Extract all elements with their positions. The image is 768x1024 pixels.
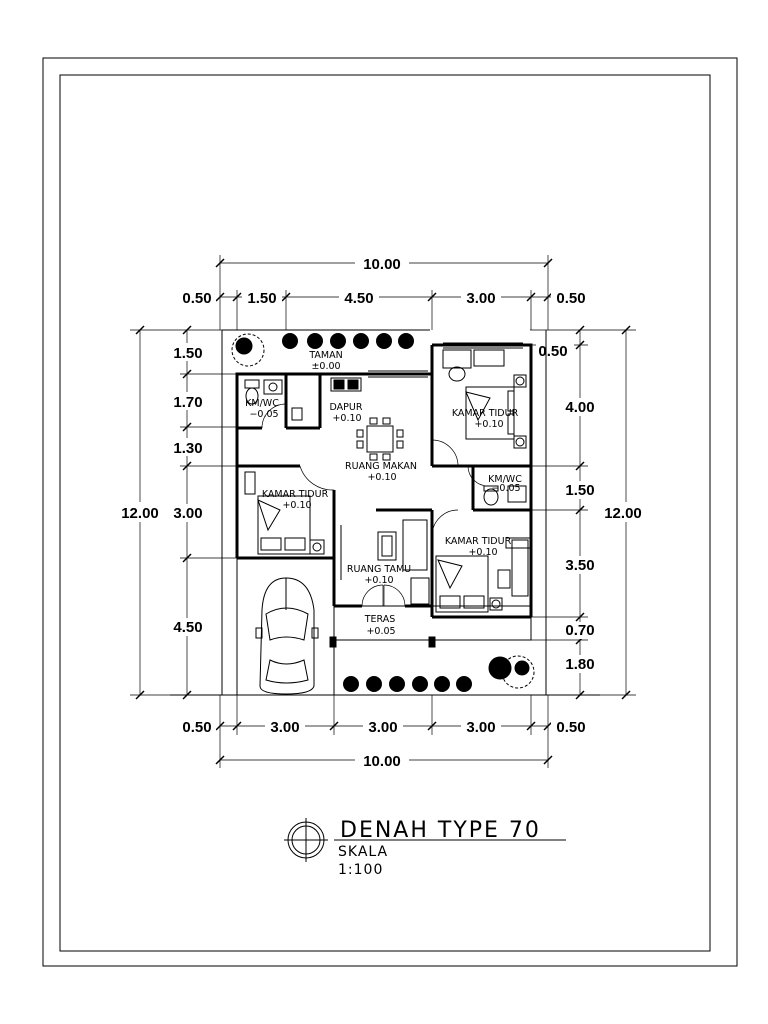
- room-level-teras: +0.05: [366, 626, 395, 637]
- dim-right-seg-3: 1.50: [565, 482, 594, 499]
- dim-right-total: 12.00: [604, 505, 642, 522]
- sheet-outer-border: [42, 57, 738, 967]
- tree-icon: [231, 333, 535, 689]
- bedroom-right-top-furniture: [442, 349, 527, 449]
- site-boundary: [170, 329, 600, 696]
- room-label-kamar-tidur-3: KAMAR TIDUR: [445, 536, 512, 547]
- dim-top-seg-1: 0.50: [182, 290, 211, 307]
- room-label-kamar-tidur-1: KAMAR TIDUR: [452, 408, 519, 419]
- living-room-furniture: [377, 519, 428, 571]
- sheet-inner-border: [59, 74, 711, 952]
- title-block: DENAH TYPE 70 SKALA 1:100: [284, 818, 566, 878]
- dim-left-seg-5: 4.50: [173, 619, 202, 636]
- dim-right-seg-4: 3.50: [565, 557, 594, 574]
- dim-left-seg-1: 1.50: [173, 345, 202, 362]
- dim-right-seg-5: 0.70: [565, 622, 594, 639]
- dim-top-seg-2: 1.50: [247, 290, 276, 307]
- room-level-kamar-tidur-2: +0.10: [282, 500, 311, 511]
- dim-top-seg-4: 3.00: [466, 290, 495, 307]
- dim-left-seg-4: 3.00: [173, 505, 202, 522]
- dining-table: [356, 417, 404, 461]
- bedroom-right-bottom-furniture: [410, 537, 531, 613]
- room-level-dapur: +0.10: [332, 413, 361, 424]
- toilet-right: [483, 485, 527, 506]
- dim-right-seg-6: 1.80: [565, 656, 594, 673]
- dim-bottom-total: 10.00: [363, 753, 401, 770]
- room-level-kamar-tidur-3: +0.10: [468, 547, 497, 558]
- scale-label: SKALA: [338, 844, 388, 860]
- room-level-kmwc-right: −0.05: [491, 483, 520, 494]
- dim-bottom-seg-1: 0.50: [182, 719, 211, 736]
- dimension-labels: 10.00 0.50 1.50 4.50 3.00 0.50 0.50 3.00…: [116, 254, 650, 770]
- toilet-left: [244, 379, 283, 405]
- room-level-taman: ±0.00: [311, 361, 340, 372]
- room-label-taman: TAMAN: [308, 350, 342, 361]
- plan-title: DENAH TYPE 70: [340, 818, 541, 843]
- room-label-kmwc-right: KM/WC: [488, 474, 522, 485]
- bedroom-left-furniture: [244, 471, 325, 555]
- dim-bottom-seg-4: 3.00: [466, 719, 495, 736]
- dim-left-total: 12.00: [121, 505, 159, 522]
- plants: [282, 333, 472, 692]
- room-labels: TAMAN ±0.00 KM/WC −0.05 DAPUR +0.10 RUAN…: [245, 350, 522, 637]
- dim-top-total: 10.00: [363, 256, 401, 273]
- room-level-ruang-makan: +0.10: [367, 472, 396, 483]
- room-label-teras: TERAS: [364, 614, 396, 625]
- room-label-ruang-makan: RUANG MAKAN: [345, 461, 417, 472]
- terrace-garage: [236, 558, 532, 695]
- dim-bottom-seg-3: 3.00: [368, 719, 397, 736]
- kitchen-counter: [291, 377, 362, 421]
- dim-left-seg-2: 1.70: [173, 394, 202, 411]
- room-level-kmwc-left: −0.05: [249, 409, 278, 420]
- room-level-kamar-tidur-1: +0.10: [474, 419, 503, 430]
- dim-bottom-seg-5: 0.50: [556, 719, 585, 736]
- room-level-ruang-tamu: +0.10: [364, 575, 393, 586]
- windows: [334, 342, 523, 580]
- dim-top-seg-3: 4.50: [344, 290, 373, 307]
- dim-right-seg-2: 4.00: [565, 399, 594, 416]
- dim-top-seg-5: 0.50: [556, 290, 585, 307]
- door-swings: [261, 403, 489, 607]
- dim-left-seg-3: 1.30: [173, 440, 202, 457]
- room-label-kmwc-left: KM/WC: [245, 398, 279, 409]
- car-icon: [255, 577, 319, 695]
- dim-bottom-seg-2: 3.00: [270, 719, 299, 736]
- scale-value: 1:100: [338, 862, 383, 878]
- room-label-dapur: DAPUR: [330, 402, 363, 413]
- room-label-ruang-tamu: RUANG TAMU: [347, 564, 411, 575]
- dim-right-seg-1: 0.50: [538, 343, 567, 360]
- room-label-kamar-tidur-2: KAMAR TIDUR: [262, 489, 329, 500]
